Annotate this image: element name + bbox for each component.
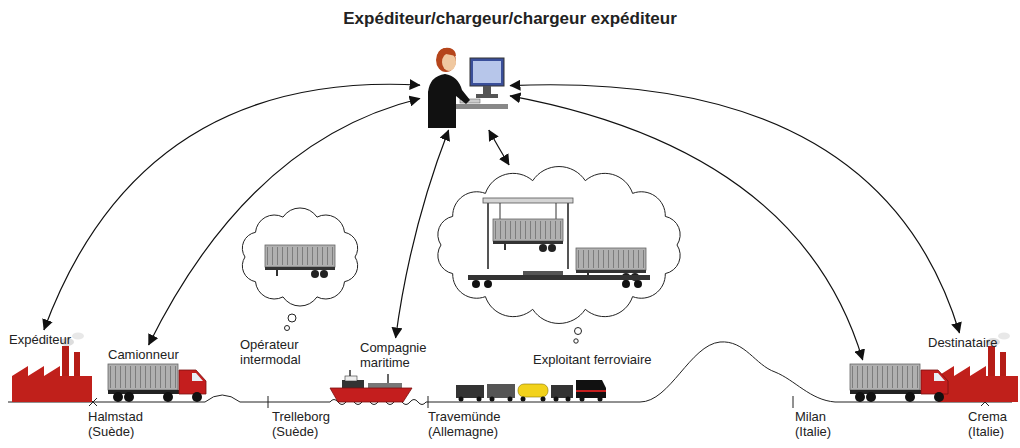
train: [456, 380, 606, 402]
drawing-part: [567, 203, 569, 269]
milan-truck: Milan (Italie): [795, 360, 955, 442]
communication-arrow: [149, 99, 420, 346]
drawing-part: [345, 376, 357, 381]
drawing-part: [483, 86, 491, 94]
drawing-part: [541, 397, 546, 402]
person-at-computer: [428, 48, 508, 128]
place-label: Halmstad (Suède): [88, 410, 143, 440]
intermodal-bubble: [242, 208, 357, 331]
drawing-part: [477, 397, 482, 402]
drawing-part: [622, 280, 630, 288]
drawing-part: [508, 397, 513, 402]
node-label: Expéditeur: [9, 333, 71, 348]
sender-box: Expéditeur: [6, 330, 74, 351]
drawing-part: [487, 384, 515, 398]
node-label: Camionneur: [108, 348, 179, 363]
drawing-part: [484, 280, 492, 288]
node-label: Destinataire: [928, 336, 997, 351]
drawing-part: [523, 271, 563, 275]
drawing-part: [288, 314, 296, 322]
drawing-part: [490, 397, 495, 402]
drawing-part: [459, 397, 603, 402]
drawing-part: [576, 380, 606, 398]
drawing-part: [468, 275, 650, 280]
communication-arrow: [489, 130, 509, 165]
drawing-part: [285, 326, 290, 331]
drawing-part: [330, 388, 412, 402]
trucker-box: Camionneur: [105, 345, 182, 366]
drawing-part: [487, 203, 489, 269]
drawing-part: [634, 280, 642, 288]
drawing-part: [476, 94, 498, 98]
drawing-part: [470, 58, 504, 86]
truck-milan: [850, 364, 948, 402]
ship: [330, 370, 412, 402]
shipper-person: Expéditeur/chargeur/chargeur expéditeur: [420, 45, 510, 130]
drawing-part: [598, 397, 603, 402]
drawing-part: [483, 198, 573, 203]
drawing-part: [574, 339, 578, 343]
drawing-part: [576, 390, 606, 392]
place-label: Trelleborg (Suède): [272, 410, 330, 440]
drawing-part: [456, 385, 484, 398]
drawing-part: [518, 384, 548, 397]
drawing-part: [580, 397, 585, 402]
rail-bubble: Exploitant ferroviaire: [428, 165, 690, 330]
drawing-part: [242, 208, 357, 306]
ground-line: [8, 342, 1012, 405]
communication-arrow: [44, 84, 420, 330]
place-label: Crema (Italie): [968, 410, 1007, 440]
drawing-part: [438, 167, 680, 324]
drawing-part: [437, 48, 456, 56]
node-label: Milan (Italie): [795, 410, 831, 440]
drawing-part: [793, 396, 794, 408]
drawing-part: [551, 385, 573, 398]
diagram-title: Expéditeur/chargeur/chargeur expéditeur: [343, 9, 677, 29]
bubble-outline: [428, 165, 690, 330]
drawing-part: [473, 61, 501, 83]
drawing-part: [556, 203, 557, 219]
route-ticks: [89, 396, 989, 408]
drawing-part: [428, 74, 470, 128]
truck-halmstad: [108, 364, 206, 402]
node-label: Compagnie maritime: [360, 341, 427, 371]
node-label: Exploitant ferroviaire: [533, 353, 652, 368]
drawing-part: [521, 397, 526, 402]
drawing-part: [442, 53, 456, 71]
drawing-part: [268, 396, 269, 408]
operator-label: Opérateur intermodal: [240, 338, 301, 368]
drawing-part: [566, 397, 571, 402]
drawing-part: [436, 48, 456, 72]
drawing-part: [472, 280, 480, 288]
drawing-part: [459, 397, 464, 402]
shipping-company-box: Compagnie maritime: [357, 338, 430, 374]
drawing-part: [493, 219, 563, 252]
drawing-part: [500, 203, 501, 219]
receiver-box: Destinataire: [925, 333, 1000, 354]
drawing-part: [368, 383, 402, 388]
drawing-part: [428, 396, 429, 408]
drawing-part: [554, 397, 559, 402]
drawing-part: [265, 245, 335, 278]
place-label: Travemünde (Allemagne): [428, 410, 501, 440]
drawing-part: [575, 328, 582, 335]
